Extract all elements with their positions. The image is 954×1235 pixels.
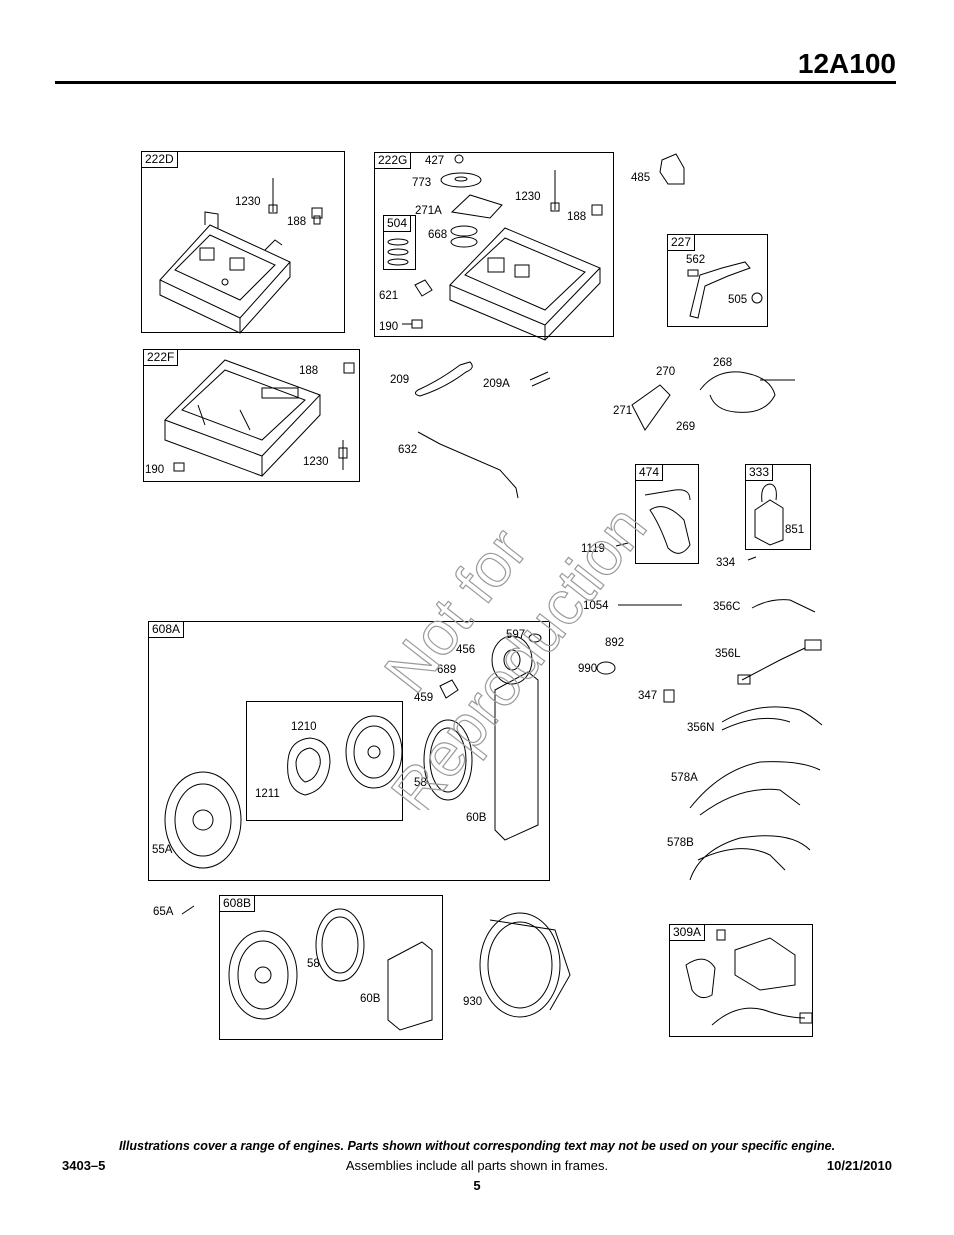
callout-773: 773: [412, 177, 432, 189]
frame-309a: 309A: [669, 924, 813, 1037]
frame-608b: 608B: [219, 895, 443, 1040]
callout-1210: 1210: [291, 721, 317, 733]
frame-222f: 222F: [143, 349, 360, 482]
document-number: 3403–5: [62, 1158, 106, 1173]
model-number: 12A100: [797, 48, 896, 79]
callout-271: 271: [613, 405, 633, 417]
callout-58: 58: [414, 777, 427, 789]
callout-892: 892: [605, 637, 625, 649]
callout-632: 632: [398, 444, 418, 456]
throttle-cable-268: [631, 371, 795, 431]
callout-209a: 209A: [483, 378, 510, 390]
callout-427: 427: [425, 155, 445, 167]
frame-333: 333: [745, 464, 811, 550]
callout-58: 58: [307, 958, 320, 970]
governor-link-632: [417, 431, 519, 499]
callout-60b: 60B: [466, 812, 487, 824]
callout-1054: 1054: [583, 600, 609, 612]
frame-label-222d: 222D: [142, 152, 178, 168]
rotating-screen-930: [479, 912, 571, 1018]
callout-456: 456: [456, 644, 476, 656]
wire-356l: [741, 647, 806, 681]
frame-label-333: 333: [746, 465, 774, 481]
callout-65a: 65A: [153, 906, 174, 918]
callout-188: 188: [299, 365, 319, 377]
callout-188: 188: [567, 211, 587, 223]
revision-date: 10/21/2010: [826, 1158, 892, 1173]
callout-689: 689: [437, 664, 457, 676]
frame-label-222g: 222G: [375, 153, 412, 169]
callout-270: 270: [656, 366, 676, 378]
callout-188: 188: [287, 216, 307, 228]
callout-1230: 1230: [303, 456, 329, 468]
frame-label-504: 504: [384, 216, 412, 232]
callout-1211: 1211: [255, 788, 280, 800]
engine-base-222f: [164, 359, 355, 477]
wire-356c: [751, 599, 816, 613]
harness-356n: [721, 706, 823, 731]
frame-608a: 608A: [148, 621, 550, 881]
callout-990: 990: [578, 663, 598, 675]
callout-209: 209: [390, 374, 410, 386]
harness-578a: [689, 761, 821, 816]
callout-459: 459: [414, 692, 434, 704]
callout-268: 268: [713, 357, 733, 369]
frame-227: 227: [667, 234, 768, 327]
harness-578b: [689, 835, 811, 881]
callout-334: 334: [716, 557, 736, 569]
frame-label-222f: 222F: [144, 350, 179, 366]
callout-347: 347: [638, 690, 658, 702]
callout-578b: 578B: [667, 837, 694, 849]
callout-271a: 271A: [415, 205, 442, 217]
callout-621: 621: [379, 290, 399, 302]
callout-356n: 356N: [687, 722, 715, 734]
governor-spring-209: [414, 361, 551, 397]
frame-label-474: 474: [636, 465, 664, 481]
control-lever-227: [687, 261, 763, 319]
frame-label-608a: 608A: [149, 622, 185, 638]
frame-222g: 222G 504: [374, 152, 614, 337]
callout-1230: 1230: [235, 196, 261, 208]
callout-485: 485: [631, 172, 651, 184]
callout-356l: 356L: [715, 648, 741, 660]
engine-base-222d: [159, 178, 323, 334]
footer-note: Illustrations cover a range of engines. …: [118, 1139, 836, 1153]
frame-label-309a: 309A: [670, 925, 706, 941]
rewind-starter-608b: [181, 905, 433, 1031]
callout-190: 190: [379, 321, 399, 333]
callout-668: 668: [428, 229, 448, 241]
callout-1230: 1230: [515, 191, 541, 203]
armature-333: [754, 499, 784, 546]
part-485-bracket: [659, 153, 685, 185]
page-number: 5: [473, 1178, 481, 1193]
frame-608a-inner: [246, 701, 403, 821]
ignition-474: [649, 506, 691, 554]
callout-597: 597: [506, 629, 526, 641]
rewind-starter-608a: [164, 633, 542, 869]
callout-1119: 1119: [581, 543, 605, 555]
callout-60b: 60B: [360, 993, 381, 1005]
callout-55a: 55A: [152, 844, 173, 856]
callout-269: 269: [676, 421, 696, 433]
engine-base-222g: [387, 154, 603, 341]
frame-474: 474: [635, 464, 699, 564]
frame-222d: 222D: [141, 151, 345, 333]
header-rule: [55, 81, 896, 84]
callout-930: 930: [463, 996, 483, 1008]
callout-851: 851: [785, 524, 805, 536]
callout-505: 505: [728, 294, 748, 306]
frame-504: 504: [383, 215, 416, 270]
callout-356c: 356C: [713, 601, 741, 613]
frame-label-608b: 608B: [220, 896, 256, 912]
frame-label-227: 227: [668, 235, 696, 251]
callout-562: 562: [686, 254, 706, 266]
callout-578a: 578A: [671, 772, 698, 784]
assemblies-note: Assemblies include all parts shown in fr…: [345, 1158, 609, 1173]
callout-190: 190: [145, 464, 165, 476]
